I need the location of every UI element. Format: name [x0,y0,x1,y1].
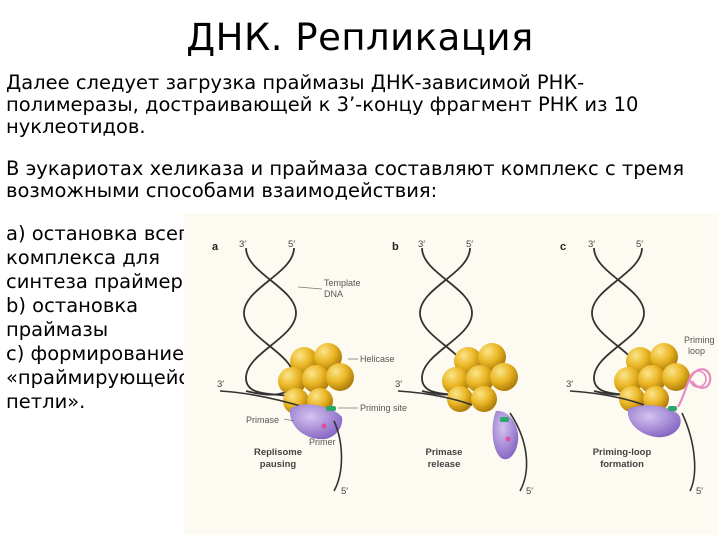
priming-site-label: Priming site [360,403,407,413]
end-label: 5′ [696,486,703,497]
end-label: 5′ [466,239,473,250]
caption: Primase [426,447,463,458]
template-dna-label: Template [324,278,361,288]
helicase-label: Helicase [360,354,395,364]
primer-label: Primer [309,437,336,447]
end-label: 5′ [341,486,348,497]
label-leader [283,418,295,422]
priming-loop-label: loop [688,346,705,356]
side-line: праймазы [6,318,109,341]
panel-b: b 3′ 5′ 3′ 5′ Primase release [392,239,533,497]
end-label: 5′ [636,239,643,250]
side-line: c) формирование [6,342,185,365]
panel-a: a 3′ 5′ Template DNA Helicase 3′ [212,239,407,497]
caption: formation [600,459,644,470]
side-line: b) остановка [6,294,139,317]
end-label: 3′ [588,239,595,250]
caption: Replisome [254,447,302,458]
panel-c: c 3′ 5′ 3′ Priming loop [560,239,715,497]
side-line: синтеза праймера [6,270,195,293]
replication-figure: a 3′ 5′ Template DNA Helicase 3′ [184,213,718,535]
primer [500,417,509,422]
primase [492,410,519,460]
dna-strand [219,390,305,408]
end-label: 3′ [395,379,402,390]
dna-strand [509,412,528,492]
end-label: 3′ [566,379,573,390]
side-line: «праймирующейся [6,366,201,389]
end-label: 3′ [217,379,224,390]
primer [326,406,336,411]
dna-strand [333,420,343,492]
interaction-modes-list: a) остановка всего комплекса для синтеза… [6,222,206,414]
dna-strand [681,412,696,492]
priming-loop-label: Priming [684,335,715,345]
end-label: 3′ [418,239,425,250]
side-line: a) остановка всего [6,222,201,245]
priming-loop-ring [689,370,707,388]
end-label: 5′ [288,239,295,250]
end-label: 5′ [526,486,533,497]
helicase [442,343,518,412]
dna-strand [243,247,295,396]
priming-marker [321,423,327,429]
label-leader [297,286,323,290]
panel-letter: b [392,241,399,253]
end-label: 3′ [239,239,246,250]
primase [289,404,343,440]
dna-strand [397,390,473,406]
template-dna-label: DNA [324,289,343,299]
priming-marker [505,436,511,442]
helicase [614,343,690,412]
priming-loop [677,368,712,408]
caption: pausing [260,459,297,470]
side-line: петли». [6,390,86,413]
caption: Priming-loop [593,447,652,458]
primase [627,405,681,438]
panel-letter: c [560,241,566,253]
panel-letter: a [212,241,219,253]
caption: release [428,459,461,470]
primer [668,406,677,411]
paragraph-primase-loading: Далее следует загрузка праймазы ДНК-зави… [6,71,639,138]
primase-label: Primase [246,415,279,425]
replication-diagram: a 3′ 5′ Template DNA Helicase 3′ [212,239,715,497]
slide-title: ДНК. Репликация [186,16,534,59]
side-line: комплекса для [6,246,160,269]
dna-strand [569,390,645,406]
paragraph-eukaryotes: В эукариотах хеликаза и праймаза составл… [6,157,685,202]
